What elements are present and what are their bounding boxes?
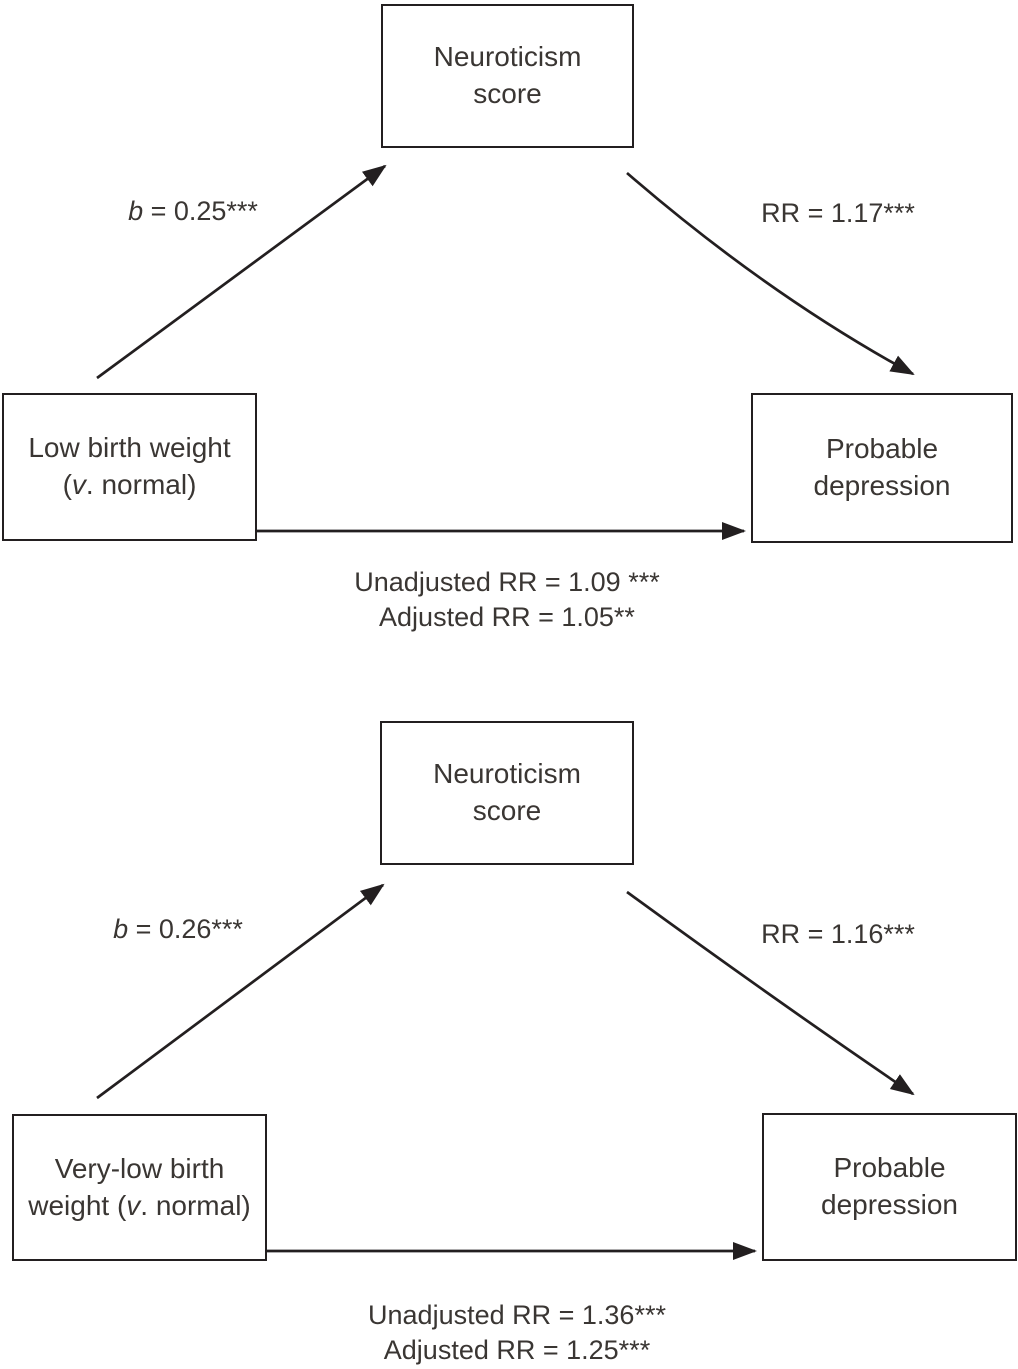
path-a-value-1: = 0.25*** (143, 196, 258, 226)
adjusted-rr-label-1: Adjusted RR = 1.05** (379, 602, 635, 632)
predictor-box-2-line1: Very-low birth (54, 1152, 225, 1184)
mediator-box-2-line2: score (472, 795, 542, 826)
path-a-label-1: b = 0.25*** (128, 196, 258, 227)
path-b-label-1: RR = 1.17*** (761, 198, 915, 228)
predictor-box-2-line2: weight (v. normal) (28, 1189, 251, 1221)
mediator-box-2-line1: Neuroticism (433, 758, 581, 790)
direct-path-labels-1: Unadjusted RR = 1.09 *** Adjusted RR = 1… (354, 565, 659, 635)
path-b-label-2: RR = 1.16*** (761, 919, 915, 949)
unadjusted-rr-label-1: Unadjusted RR = 1.09 *** (354, 567, 660, 597)
adjusted-rr-label-2: Adjusted RR = 1.25*** (383, 1335, 651, 1365)
predictor-box-1-line1: Low birth weight (28, 432, 231, 464)
coefficient-symbol-2: b (113, 914, 129, 944)
predictor-box-1: Low birth weight (v. normal) (2, 393, 257, 541)
outcome-box-1-line1: Probable (825, 433, 939, 465)
mediator-box-2: Neuroticism score (380, 721, 634, 865)
outcome-box-1: Probable depression (751, 393, 1013, 543)
mediator-box-1-line2: score (473, 78, 542, 109)
outcome-box-1-line2: depression (813, 470, 951, 501)
outcome-box-2-line2: depression (821, 1189, 958, 1220)
predictor-box-1-line2: (v. normal) (62, 469, 197, 500)
path-a-value-2: = 0.26*** (128, 914, 243, 944)
mediator-box-1: Neuroticism score (381, 4, 634, 148)
direct-path-labels-2: Unadjusted RR = 1.36*** Adjusted RR = 1.… (368, 1298, 666, 1368)
outcome-box-2: Probable depression (762, 1113, 1017, 1261)
coefficient-symbol-1: b (128, 196, 144, 226)
versus-abbrev-italic-2: v (126, 1189, 141, 1221)
path-a-label-2: b = 0.26*** (113, 914, 243, 945)
versus-abbrev-italic-1: v (71, 469, 86, 500)
outcome-box-2-line1: Probable (833, 1152, 946, 1184)
unadjusted-rr-label-2: Unadjusted RR = 1.36*** (368, 1300, 666, 1330)
mediator-box-1-line1: Neuroticism (433, 41, 582, 73)
predictor-box-2: Very-low birth weight (v. normal) (12, 1114, 267, 1261)
